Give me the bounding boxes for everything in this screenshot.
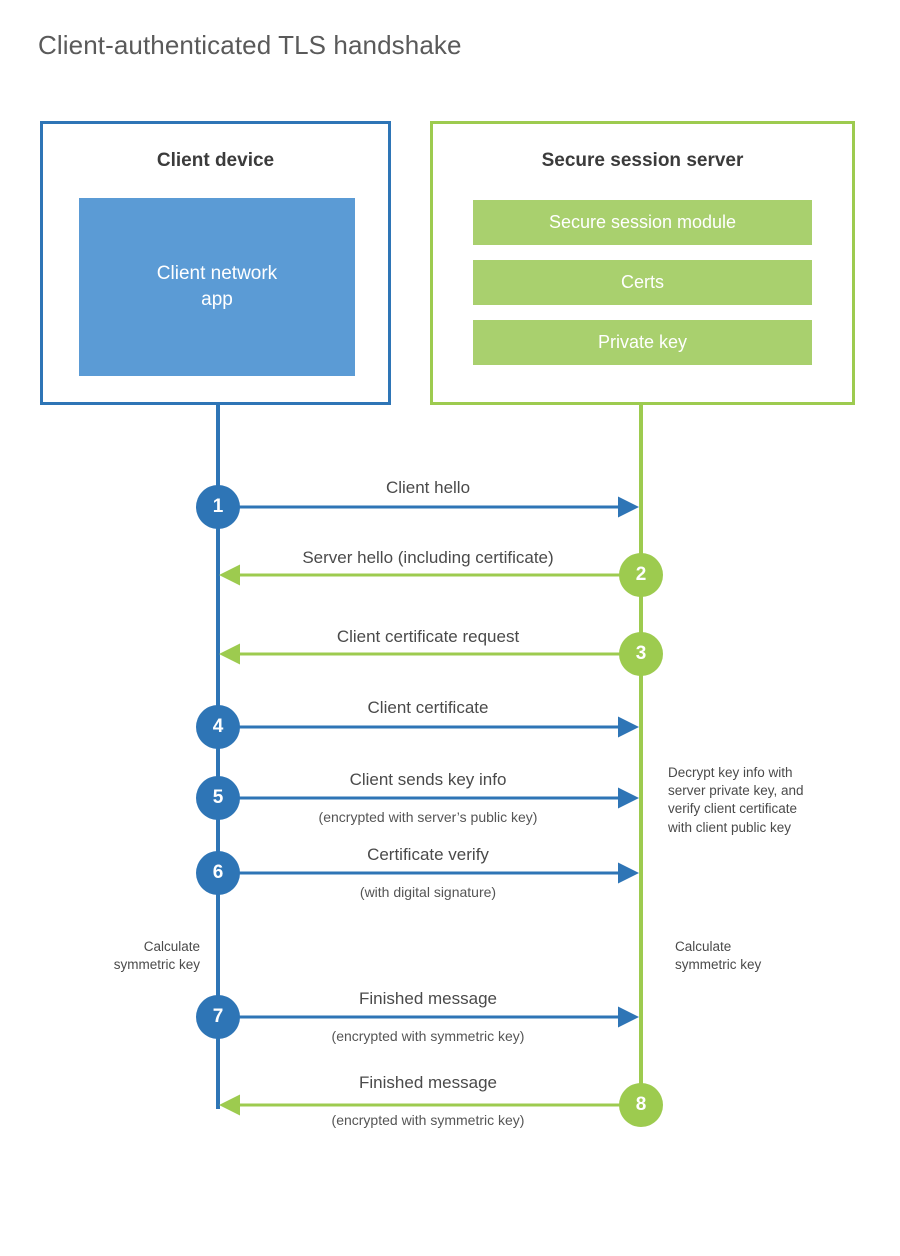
step-circle-1[interactable]: 1: [196, 485, 240, 529]
client-network-app-block: Client network app: [79, 198, 355, 376]
message-label-step-2: Server hello (including certificate): [302, 548, 554, 567]
server-calculate-symmetric-key-note: Calculate symmetric key: [675, 938, 835, 974]
server-calculate-note-line1: Calculate: [675, 939, 732, 954]
step-circle-4[interactable]: 4: [196, 705, 240, 749]
secure-session-server-box: Secure session server Secure session mod…: [430, 121, 855, 405]
message-sublabel-step-5: (encrypted with server’s public key): [318, 809, 538, 825]
message-label-step-6: Certificate verify: [367, 845, 489, 864]
message-label-step-3: Client certificate request: [336, 627, 520, 646]
message-label-step-5: Client sends key info: [349, 770, 507, 789]
message-label-step-1: Client hello: [385, 478, 471, 497]
server-decrypt-note-line3: verify client certificate: [668, 801, 798, 817]
message-sublabel-step-6: (with digital signature): [359, 884, 497, 900]
client-calculate-note-line2: symmetric key: [113, 957, 200, 973]
message-label-step-8: Finished message: [359, 1073, 497, 1092]
server-component-private-key: Private key: [473, 320, 812, 365]
secure-session-server-title: Secure session server: [541, 150, 744, 171]
server-calculate-note-line2: symmetric key: [675, 957, 762, 973]
step-circle-3[interactable]: 3: [619, 632, 663, 676]
client-app-label-line1: Client network: [156, 263, 278, 285]
page-title: Client-authenticated TLS handshake: [38, 30, 462, 60]
step-circle-2[interactable]: 2: [619, 553, 663, 597]
client-device-box: Client device Client network app: [40, 121, 391, 405]
server-decrypt-note-line2: server private key, and: [668, 783, 804, 799]
server-lifeline: [639, 405, 643, 1106]
client-network-app-label: Client network app: [157, 261, 277, 312]
step-circle-7[interactable]: 7: [196, 995, 240, 1039]
step-circle-5[interactable]: 5: [196, 776, 240, 820]
message-label-step-4: Client certificate: [367, 698, 489, 717]
server-decrypt-note-line1: Decrypt key info with: [668, 765, 793, 780]
message-sublabel-step-8: (encrypted with symmetric key): [331, 1112, 525, 1128]
step-circle-6[interactable]: 6: [196, 851, 240, 895]
server-decrypt-note-line4: with client public key: [668, 819, 792, 835]
server-component-list: Secure session module Certs Private key: [473, 200, 812, 365]
server-component-certs: Certs: [473, 260, 812, 305]
client-calculate-symmetric-key-note: Calculate symmetric key: [60, 938, 200, 974]
client-calculate-note-line1: Calculate: [143, 939, 200, 954]
step-circle-8[interactable]: 8: [619, 1083, 663, 1127]
client-app-label-line2: app: [201, 289, 233, 310]
server-component-secure-session-module: Secure session module: [473, 200, 812, 245]
server-decrypt-note: Decrypt key info with server private key…: [668, 764, 838, 837]
message-label-step-7: Finished message: [359, 989, 497, 1008]
client-device-title: Client device: [156, 150, 275, 171]
client-lifeline: [216, 405, 220, 1109]
message-sublabel-step-7: (encrypted with symmetric key): [331, 1028, 525, 1044]
